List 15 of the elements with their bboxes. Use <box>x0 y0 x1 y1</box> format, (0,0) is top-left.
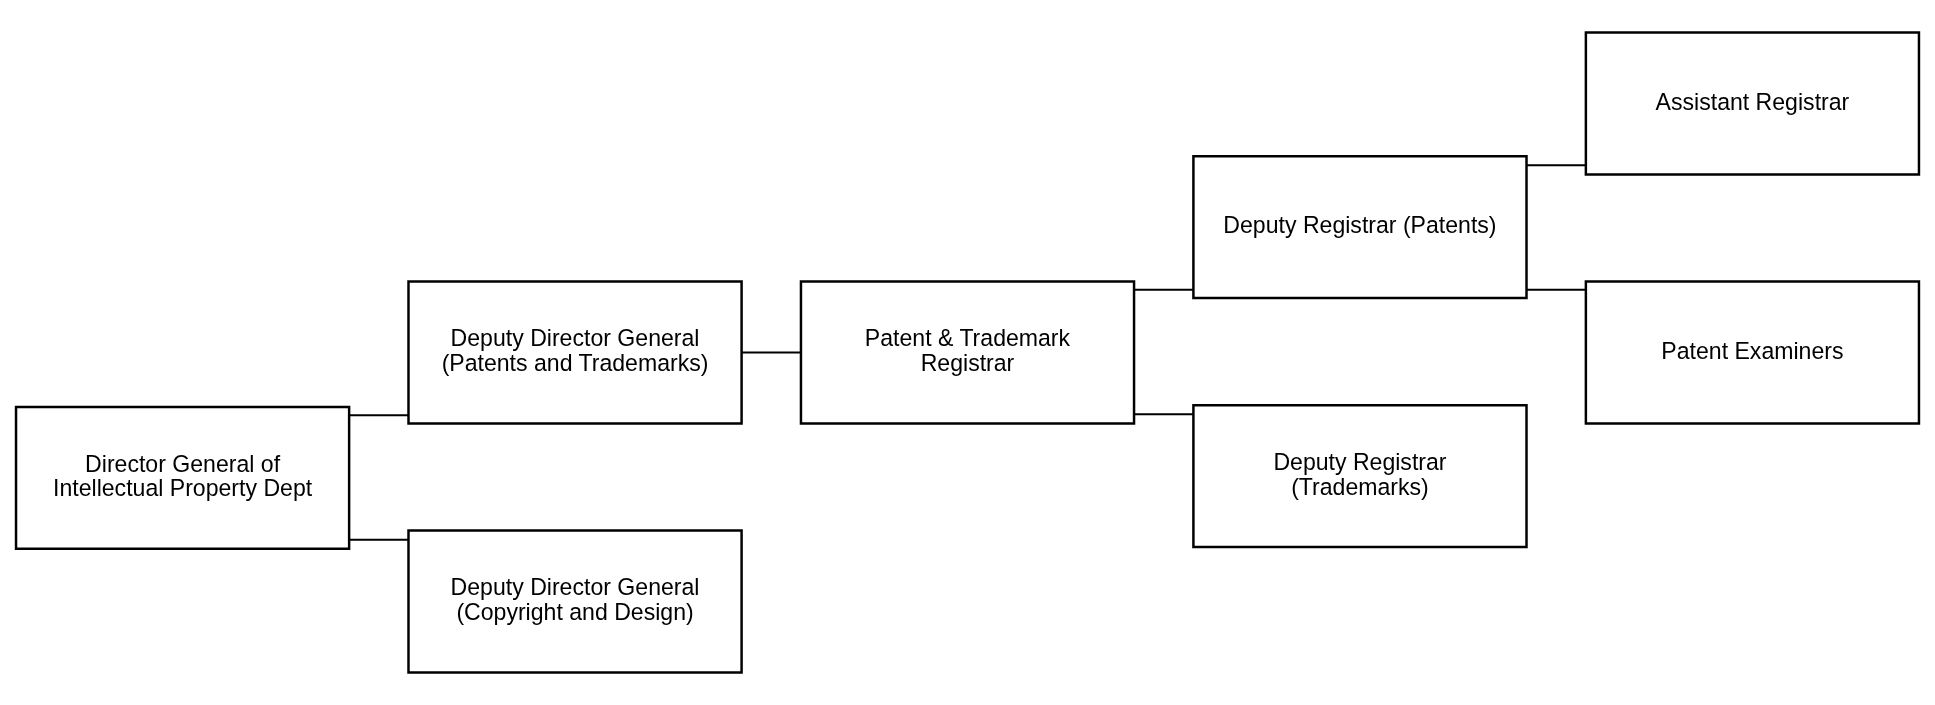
connector <box>348 538 410 541</box>
node-box: Director General of Intellectual Property Dept <box>14 405 351 550</box>
node-box: Assistant Registrar <box>1584 31 1921 176</box>
node-box: Deputy Registrar (Trademarks) <box>1192 404 1528 549</box>
connector <box>741 351 802 354</box>
connector <box>1133 288 1195 291</box>
connector <box>348 414 410 417</box>
node-box: Deputy Director General (Patents and Trademarks) <box>407 280 743 425</box>
node-box: Deputy Director General (Copyright and Design) <box>407 529 743 674</box>
connector <box>1133 413 1195 416</box>
connector <box>1526 164 1587 167</box>
connector <box>1526 288 1587 291</box>
node-box: Deputy Registrar (Patents) <box>1192 155 1528 300</box>
node-box: Patent & Trademark Registrar <box>799 280 1136 425</box>
node-box: Patent Examiners <box>1584 280 1921 425</box>
